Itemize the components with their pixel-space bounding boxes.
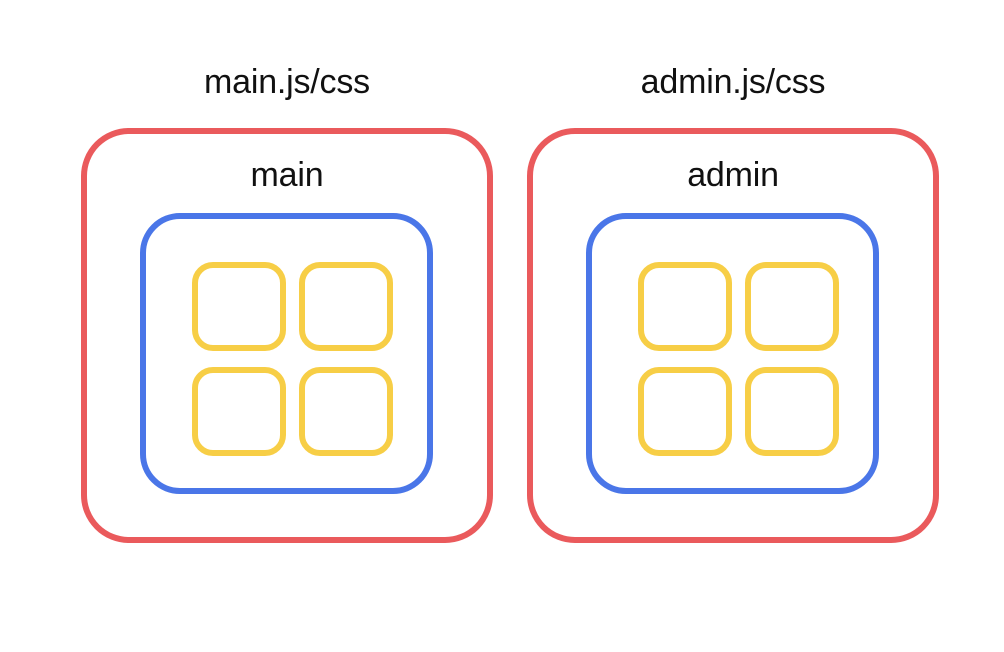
middle-module-box-main: [140, 213, 433, 494]
tile-main-1: [192, 262, 286, 351]
tile-main-2: [299, 262, 393, 351]
module-label-main: main: [250, 156, 324, 194]
tile-admin-4: [745, 367, 839, 456]
bundle-label-main: main.js/css: [204, 63, 370, 101]
middle-module-box-admin: [586, 213, 879, 494]
bundle-group-admin: admin.js/css admin: [502, 0, 964, 652]
tile-admin-2: [745, 262, 839, 351]
tile-admin-1: [638, 262, 732, 351]
tile-admin-3: [638, 367, 732, 456]
module-label-admin: admin: [687, 156, 779, 194]
tile-grid-main: [192, 262, 393, 456]
outer-bundle-box-main: [81, 128, 493, 543]
tile-main-3: [192, 367, 286, 456]
bundle-group-main: main.js/css main: [56, 0, 518, 652]
bundle-label-admin: admin.js/css: [640, 63, 826, 101]
tile-main-4: [299, 367, 393, 456]
outer-bundle-box-admin: [527, 128, 939, 543]
tile-grid-admin: [638, 262, 839, 456]
